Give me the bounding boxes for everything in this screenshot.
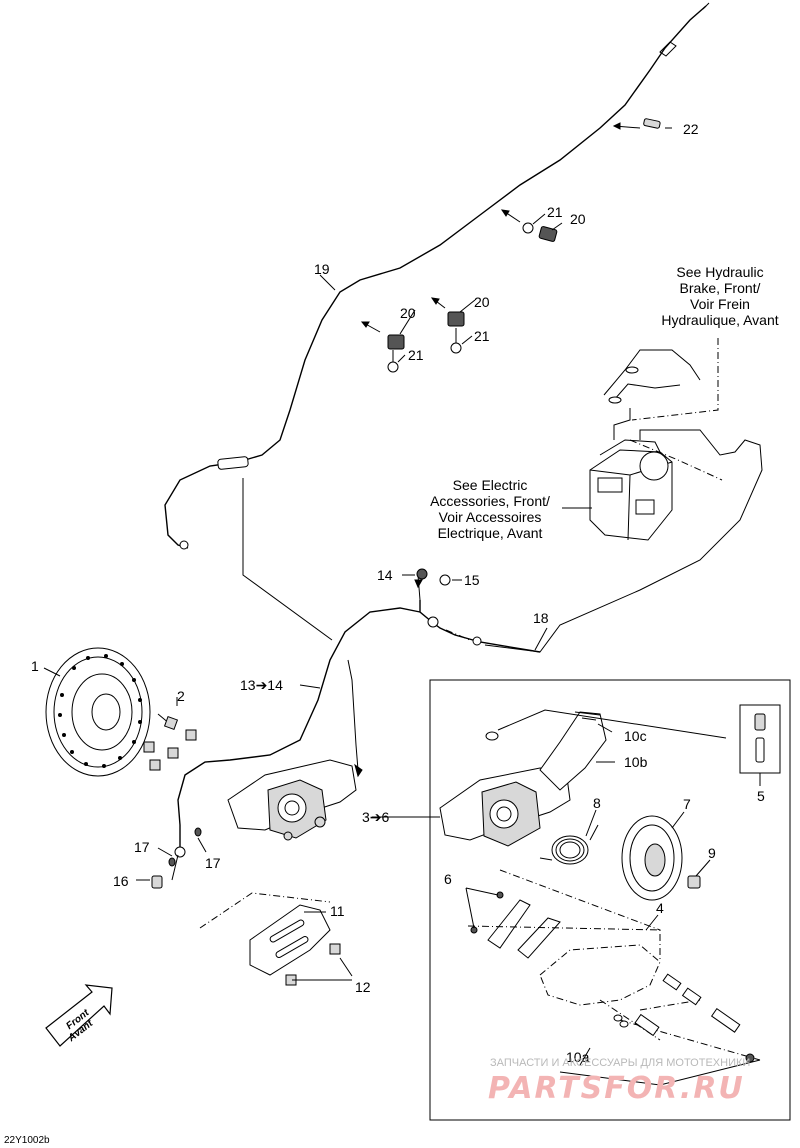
callout-9: 9 xyxy=(708,845,716,861)
callout-10c: 10c xyxy=(624,728,647,744)
part-20-21-right xyxy=(430,297,465,354)
callout-15: 15 xyxy=(464,572,480,588)
svg-text:Voir Accessoires: Voir Accessoires xyxy=(439,509,542,525)
part-14-15 xyxy=(416,568,451,586)
pads-6 xyxy=(465,887,561,959)
svg-text:ЗАПЧАСТИ И АКСЕССУАРЫ ДЛЯ МОТО: ЗАПЧАСТИ И АКСЕССУАРЫ ДЛЯ МОТОТЕХНИКИ xyxy=(490,1057,750,1069)
nut-9 xyxy=(687,859,711,889)
callout-1: 1 xyxy=(31,658,39,674)
part-2-bolts xyxy=(143,713,197,771)
svg-text:Electrique, Avant: Electrique, Avant xyxy=(438,525,543,541)
svg-text:Hydraulique, Avant: Hydraulique, Avant xyxy=(661,312,778,328)
svg-text:See Hydraulic: See Hydraulic xyxy=(676,264,763,280)
hose-13-14 xyxy=(174,574,423,858)
callout-10a: 10a xyxy=(566,1049,590,1065)
callout-5: 5 xyxy=(757,788,765,804)
callout-10b: 10b xyxy=(624,754,648,770)
callout-2: 2 xyxy=(177,688,185,704)
part-5-box xyxy=(739,704,781,774)
pins-10a xyxy=(559,973,761,1086)
callout-21: 21 xyxy=(547,204,563,220)
callout-labels: 22 21 20 19 20 20 21 21 14 15 18 1 2 13➔… xyxy=(31,121,765,1065)
spring-8 xyxy=(539,824,599,865)
part-16-17 xyxy=(151,827,202,889)
callout-12: 12 xyxy=(355,979,371,995)
callout-22: 22 xyxy=(683,121,699,137)
abs-module xyxy=(484,349,763,653)
bracket-11 xyxy=(199,892,353,986)
svg-text:Voir Frein: Voir Frein xyxy=(690,296,750,312)
callout-21: 21 xyxy=(474,328,490,344)
callout-17: 17 xyxy=(205,855,221,871)
callout-4: 4 xyxy=(656,900,664,916)
watermark: ЗАПЧАСТИ И АКСЕССУАРЫ ДЛЯ МОТОТЕХНИКИ PA… xyxy=(488,1057,750,1106)
cable-19 xyxy=(164,2,710,550)
caliper-assembly-left xyxy=(227,759,357,841)
callout-20: 20 xyxy=(570,211,586,227)
callout-17: 17 xyxy=(134,839,150,855)
callout-20: 20 xyxy=(474,294,490,310)
callout-13-14: 13➔14 xyxy=(240,677,283,693)
cover-7 xyxy=(621,815,683,901)
callout-18: 18 xyxy=(533,610,549,626)
callout-14: 14 xyxy=(377,567,393,583)
callout-20: 20 xyxy=(400,305,416,321)
part-22-pin xyxy=(612,118,661,130)
note-hydraulic-brake: See Hydraulic Brake, Front/ Voir Frein H… xyxy=(661,264,778,328)
callout-19: 19 xyxy=(314,261,330,277)
callout-21: 21 xyxy=(408,347,424,363)
caliper-body-4 xyxy=(467,869,761,1061)
leader-lines xyxy=(43,127,761,1066)
svg-text:See Electric: See Electric xyxy=(453,477,528,493)
note-electric-accessories: See Electric Accessories, Front/ Voir Ac… xyxy=(430,477,550,541)
svg-text:Accessories, Front/: Accessories, Front/ xyxy=(430,493,550,509)
callout-6: 6 xyxy=(444,871,452,887)
brake-disc xyxy=(45,647,151,777)
drawing-code: 22Y1002b xyxy=(4,1135,50,1146)
svg-text:Brake, Front/: Brake, Front/ xyxy=(680,280,761,296)
callout-16: 16 xyxy=(113,873,129,889)
front-arrow: Front Avant xyxy=(45,984,113,1047)
callout-3-6: 3➔6 xyxy=(362,809,390,825)
callout-11: 11 xyxy=(330,903,345,919)
caliper-assembly-detail xyxy=(439,711,607,847)
callout-8: 8 xyxy=(593,795,601,811)
svg-text:PARTSFOR.RU: PARTSFOR.RU xyxy=(488,1071,745,1106)
line-18 xyxy=(419,600,541,653)
detail-frame xyxy=(429,679,791,1121)
part-20-21-top xyxy=(500,209,558,242)
part-20-21-left xyxy=(360,321,405,373)
callout-7: 7 xyxy=(683,796,691,812)
